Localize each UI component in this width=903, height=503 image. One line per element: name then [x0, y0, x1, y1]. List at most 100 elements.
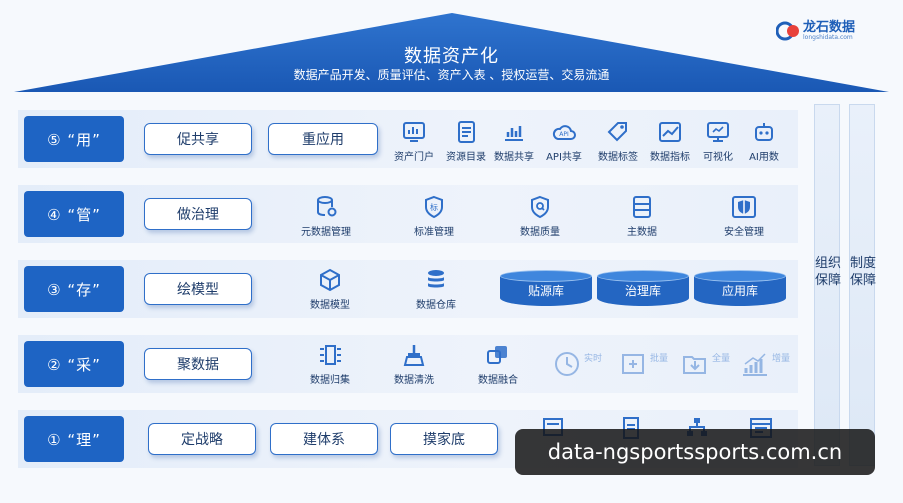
item-label: 数据模型	[310, 300, 350, 311]
cylinder-source-db: 贴源库	[500, 270, 592, 310]
layer-label: ② “采”	[24, 341, 124, 387]
item-label: 可视化	[703, 152, 733, 163]
logo-url: longshidata.com	[803, 33, 853, 41]
quality-shield-icon	[531, 195, 549, 219]
item-data-fusion: 数据融合	[468, 343, 528, 386]
pillar-system: 制度保障	[849, 104, 877, 466]
realtime-label: 实时	[584, 352, 602, 364]
item-label: AI用数	[749, 152, 779, 163]
item-data-sharing: 数据共享	[484, 120, 544, 163]
item-data-metrics: 数据指标	[640, 120, 700, 163]
item-data-aggregation: 数据归集	[300, 343, 360, 386]
tag-icon	[607, 122, 627, 142]
brand-logo: 龙石数据 longshidata.com	[775, 19, 856, 42]
aggregation-icon	[320, 345, 341, 365]
full-download-icon: 全量	[683, 352, 730, 374]
cylinder-application-db: 应用库	[694, 270, 786, 310]
watermark: data-ngsportssports.com.cn	[515, 429, 875, 475]
broom-icon	[403, 345, 425, 366]
logo-name: 龙石数据	[803, 19, 856, 35]
item-api-sharing: API API共享	[534, 120, 594, 163]
item-full: 全量	[678, 349, 736, 379]
cylinder-label: 应用库	[721, 284, 758, 298]
cube-icon	[320, 268, 340, 292]
item-label: 数据标签	[598, 152, 638, 163]
layer-label: ⑤ “用”	[24, 116, 124, 162]
item-label: 资产门户	[394, 152, 434, 163]
pillar-label: 制度保障	[850, 256, 877, 288]
svg-text:标: 标	[430, 202, 438, 212]
item-label: 数据归集	[310, 375, 350, 386]
pill-take-inventory: 摸家底	[390, 423, 498, 455]
layer-label: ③ “存”	[24, 266, 124, 312]
robot-icon	[755, 123, 773, 141]
cylinder-label: 贴源库	[527, 284, 564, 298]
item-ai-data: AI用数	[734, 120, 794, 163]
roof-banner	[14, 13, 889, 92]
layer-collect: ② “采” 聚数据 数据归集 数据清洗 数据融合 实时 批量 全量 增量	[18, 335, 798, 393]
metadata-database-icon	[317, 196, 337, 217]
svg-text:API: API	[559, 131, 569, 138]
layer-plan: ① “理” 定战略 建体系 摸家底	[18, 410, 798, 468]
database-stack-icon	[428, 270, 444, 288]
batch-label: 批量	[650, 352, 668, 364]
item-label: 资源目录	[446, 152, 486, 163]
pill-promote-sharing: 促共享	[144, 123, 252, 155]
item-incremental: 增量	[736, 349, 794, 379]
item-metadata-management: 元数据管理	[296, 195, 356, 238]
roof-subtitle: 数据产品开发、质量评估、资产入表 、授权运营、交易流通	[293, 68, 610, 82]
layer-govern: ④ “管” 做治理 元数据管理 标 标准管理 数据质量 主数据 安全管理	[18, 185, 798, 243]
catalog-icon	[458, 121, 475, 143]
pill-build-system: 建体系	[270, 423, 378, 455]
item-data-cleaning: 数据清洗	[384, 343, 444, 386]
layer-use: ⑤ “用” 促共享 重应用 资产门户 资源目录 数据共享 API API共享 数…	[18, 110, 798, 168]
visualization-icon	[707, 122, 729, 142]
pill-set-strategy: 定战略	[148, 423, 256, 455]
item-batch: 批量	[616, 349, 674, 379]
layer-label: ④ “管”	[24, 191, 124, 237]
item-data-tags: 数据标签	[588, 120, 648, 163]
item-label: 元数据管理	[301, 227, 351, 238]
incremental-chart-icon: 增量	[743, 352, 790, 376]
cylinder-governance-db: 治理库	[597, 270, 689, 310]
standard-shield-icon: 标	[425, 195, 443, 219]
full-label: 全量	[712, 352, 730, 364]
item-label: 数据共享	[494, 152, 534, 163]
item-label: 数据仓库	[416, 300, 456, 311]
item-data-quality: 数据质量	[510, 195, 570, 238]
item-label: 安全管理	[724, 227, 764, 238]
cylinder-label: 治理库	[624, 284, 661, 298]
data-sharing-icon	[505, 126, 523, 141]
item-realtime: 实时	[550, 349, 608, 379]
batch-icon: 批量	[622, 352, 668, 374]
pill-draw-model: 绘模型	[144, 273, 252, 305]
item-asset-portal: 资产门户	[384, 120, 444, 163]
item-master-data: 主数据	[612, 195, 672, 238]
api-cloud-icon: API	[552, 125, 576, 140]
item-label: API共享	[546, 152, 582, 163]
item-label: 主数据	[627, 227, 657, 238]
item-data-model: 数据模型	[300, 268, 360, 311]
pill-do-governance: 做治理	[144, 198, 252, 230]
pill-gather-data: 聚数据	[144, 348, 252, 380]
item-resource-catalog: 资源目录	[436, 120, 496, 163]
item-standard-management: 标 标准管理	[404, 195, 464, 238]
pill-focus-application: 重应用	[268, 123, 378, 155]
pillar-organization: 组织保障	[814, 104, 841, 466]
layer-store: ③ “存” 绘模型 数据模型 数据仓库 贴源库 治理库 应用库	[18, 260, 798, 318]
layer-label: ① “理”	[24, 416, 124, 462]
item-label: 数据清洗	[394, 375, 434, 386]
item-label: 数据融合	[478, 375, 518, 386]
metrics-icon	[659, 122, 681, 142]
roof-title: 数据资产化	[404, 46, 499, 67]
logo-mark-icon	[775, 20, 800, 42]
item-label: 数据质量	[520, 227, 560, 238]
asset-portal-icon	[403, 122, 425, 142]
item-label: 标准管理	[414, 227, 454, 238]
security-icon	[732, 196, 756, 218]
clock-icon: 实时	[555, 352, 602, 376]
master-data-icon	[633, 196, 651, 218]
item-label: 数据指标	[650, 152, 690, 163]
fusion-icon	[487, 346, 507, 364]
item-security-management: 安全管理	[714, 195, 774, 238]
